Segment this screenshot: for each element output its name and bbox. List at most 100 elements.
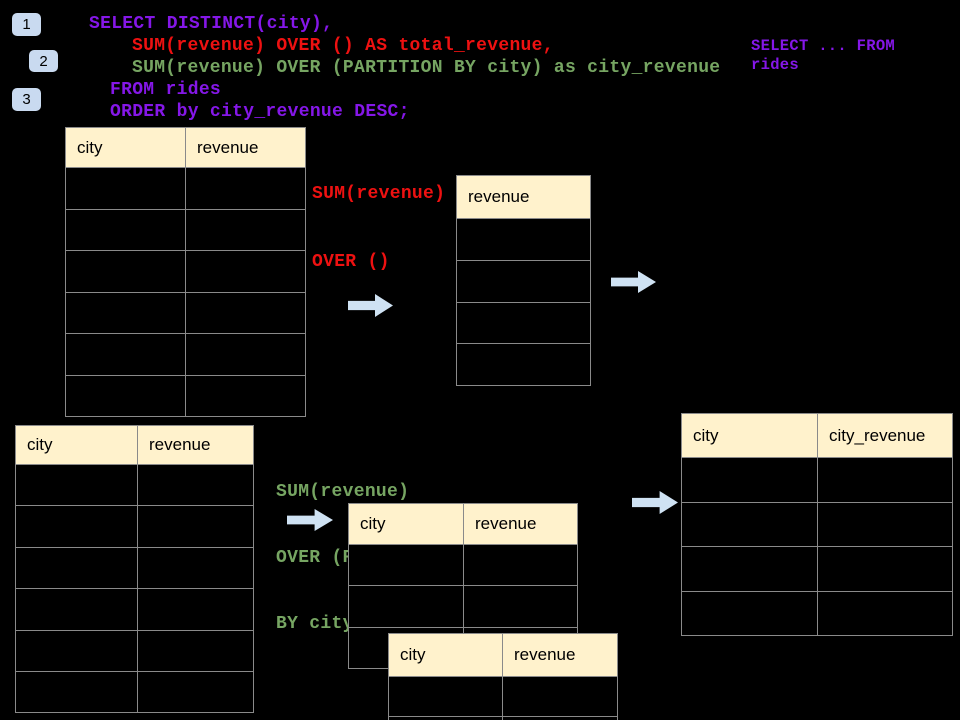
empty-cell (185, 374, 306, 417)
column-header-revenue: revenue (185, 127, 306, 168)
arrow-right-icon (632, 491, 678, 514)
table-row (15, 505, 254, 548)
empty-cell (463, 543, 578, 587)
empty-cell (817, 501, 953, 547)
empty-cell (681, 501, 818, 547)
empty-cell (817, 457, 953, 503)
column-header-city: city (65, 127, 186, 168)
arrow-right-icon (611, 271, 656, 293)
empty-cell (137, 505, 254, 548)
table-row (65, 333, 306, 376)
table-row (388, 716, 618, 720)
empty-cell (185, 250, 306, 293)
empty-cell (65, 208, 186, 251)
empty-cell (463, 585, 578, 628)
annotation-total-line2: OVER () (312, 251, 390, 272)
empty-cell (65, 374, 186, 417)
empty-cell (348, 585, 464, 628)
annotation-partition-line1: SUM(revenue) (276, 482, 410, 502)
column-header-revenue: revenue (502, 633, 618, 677)
empty-cell (502, 676, 618, 717)
table-row (681, 590, 953, 636)
empty-cell (15, 546, 138, 590)
table-source-bottom: city revenue (15, 425, 254, 714)
side-note-select-from-rides: SELECT ... FROM rides (751, 37, 896, 74)
empty-cell (185, 208, 306, 251)
empty-cell (137, 546, 254, 590)
step-badge-2-label: 2 (39, 52, 48, 70)
step-badge-3-label: 3 (22, 91, 31, 108)
table-row (15, 588, 254, 631)
step-badge-2: 2 (29, 50, 58, 72)
column-header-city: city (681, 413, 818, 458)
empty-cell (185, 291, 306, 334)
table-total-revenue: revenue (456, 175, 591, 386)
table-partition-front: city revenue (388, 633, 618, 720)
table-source-top: city revenue (65, 127, 306, 417)
empty-cell (348, 543, 464, 587)
empty-cell (15, 588, 138, 631)
empty-cell (456, 259, 591, 303)
empty-cell (456, 301, 591, 345)
sql-line-city-revenue: SUM(revenue) OVER (PARTITION BY city) as… (132, 58, 721, 78)
empty-cell (681, 546, 818, 592)
empty-cell (137, 588, 254, 631)
table-row (388, 676, 618, 717)
table-row (681, 501, 953, 547)
column-header-city: city (348, 503, 464, 545)
sql-line-order-by: ORDER by city_revenue DESC; (110, 102, 410, 122)
column-header-city: city (15, 425, 138, 465)
empty-cell (65, 333, 186, 376)
table-row (65, 208, 306, 251)
annotation-total-revenue: SUM(revenue) OVER () (312, 138, 445, 318)
empty-cell (137, 629, 254, 672)
table-header-row: city city_revenue (681, 413, 953, 458)
sql-line-total-revenue: SUM(revenue) OVER () AS total_revenue, (132, 36, 554, 56)
annotation-total-line1: SUM(revenue) (312, 184, 446, 204)
table-header-row: city revenue (65, 127, 306, 168)
table-row (15, 670, 254, 714)
table-header-row: city revenue (388, 633, 618, 677)
table-row (456, 301, 591, 345)
empty-cell (15, 505, 138, 548)
empty-cell (185, 167, 306, 210)
empty-cell (15, 629, 138, 672)
table-row (456, 259, 591, 303)
table-row (348, 543, 578, 587)
column-header-revenue: revenue (456, 175, 591, 219)
empty-cell (65, 291, 186, 334)
table-row (456, 218, 591, 261)
empty-cell (681, 590, 818, 636)
empty-cell (817, 590, 953, 636)
empty-cell (15, 463, 138, 507)
column-header-city: city (388, 633, 503, 677)
empty-cell (137, 670, 254, 714)
column-header-revenue: revenue (137, 425, 254, 465)
empty-cell (817, 546, 953, 592)
table-header-row: city revenue (15, 425, 254, 465)
empty-cell (388, 676, 503, 717)
table-row (65, 291, 306, 334)
table-row (681, 546, 953, 592)
empty-cell (456, 343, 591, 386)
empty-cell (502, 716, 618, 720)
step-badge-1: 1 (12, 13, 41, 36)
table-row (348, 585, 578, 628)
column-header-revenue: revenue (463, 503, 578, 545)
empty-cell (388, 716, 503, 720)
empty-cell (185, 333, 306, 376)
table-row (15, 463, 254, 507)
table-row (456, 343, 591, 386)
table-row (65, 250, 306, 293)
empty-cell (65, 250, 186, 293)
sql-line-select: SELECT DISTINCT(city), (89, 14, 334, 34)
empty-cell (137, 463, 254, 507)
empty-cell (456, 218, 591, 261)
table-row (65, 167, 306, 210)
step-badge-3: 3 (12, 88, 41, 111)
table-header-row: city revenue (348, 503, 578, 545)
table-row (681, 457, 953, 503)
table-header-row: revenue (456, 175, 591, 219)
table-row (15, 629, 254, 672)
